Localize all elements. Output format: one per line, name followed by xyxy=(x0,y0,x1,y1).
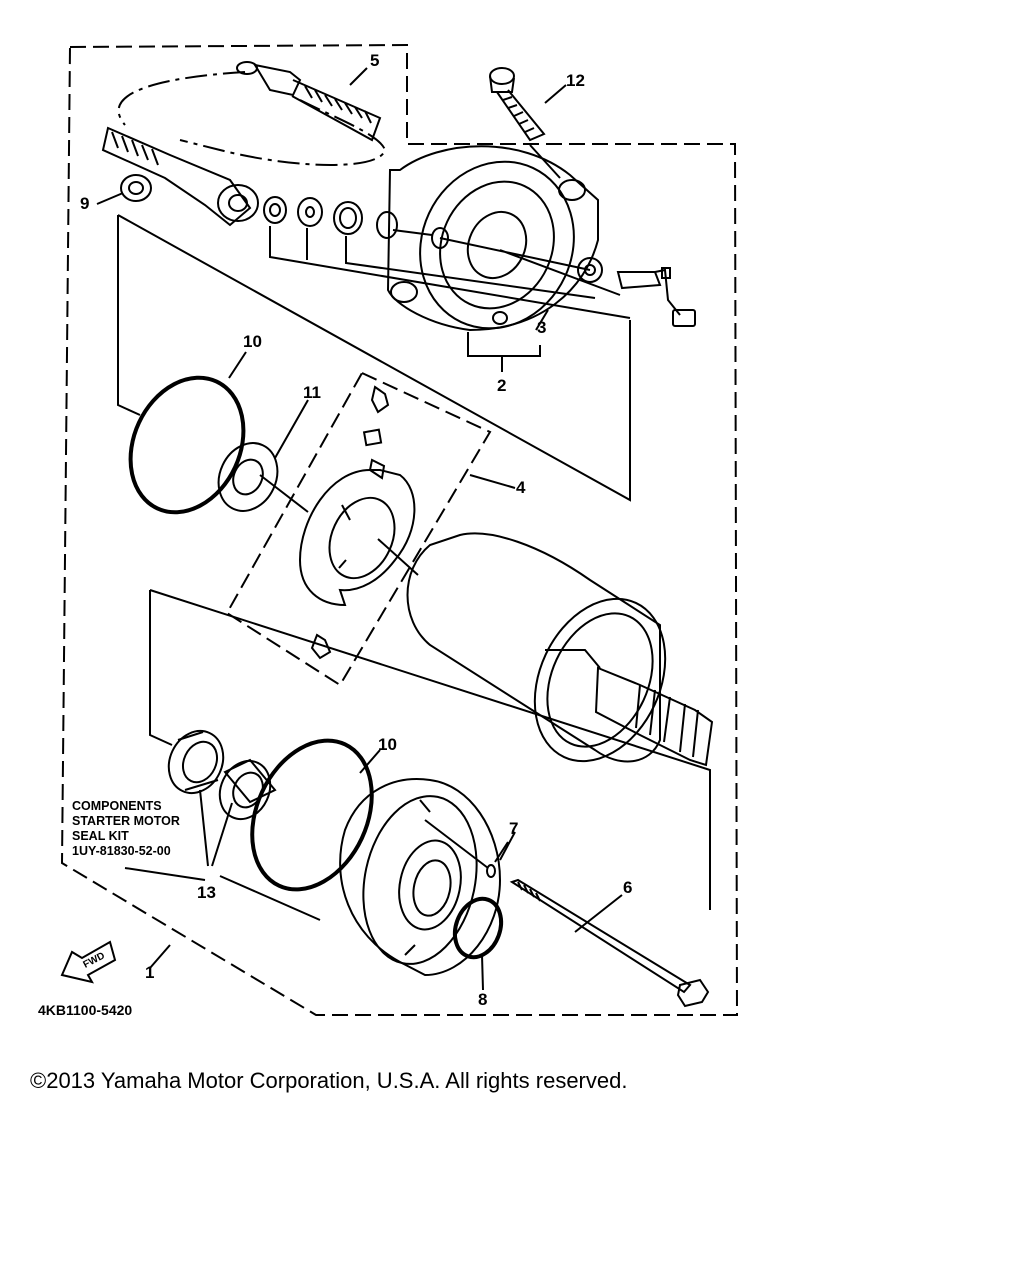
callout-13: 13 xyxy=(197,883,216,902)
callout-4: 4 xyxy=(516,478,526,497)
washer-set xyxy=(263,196,398,239)
bolt-part-12 xyxy=(489,67,561,179)
callout-2: 2 xyxy=(497,376,506,395)
rear-cover-part xyxy=(386,145,603,332)
seal-kit-line-3: SEAL KIT xyxy=(72,829,129,843)
guide-line-7 xyxy=(424,819,509,869)
brush-plate-frame xyxy=(225,371,492,687)
oil-seal-part xyxy=(167,729,225,795)
callout-10-lower: 10 xyxy=(378,735,397,754)
callout-3: 3 xyxy=(537,318,546,337)
callout-10-upper: 10 xyxy=(243,332,262,351)
front-cover-part xyxy=(339,778,502,977)
seal-kit-line-1: COMPONENTS xyxy=(72,799,162,813)
seal-kit-line-4: 1UY-81830-52-00 xyxy=(72,844,171,858)
small-o-ring-part xyxy=(486,864,496,878)
terminal-bolt-part xyxy=(101,126,259,227)
o-ring-upper xyxy=(128,375,246,515)
callout-11: 11 xyxy=(303,383,321,402)
washer-part-11 xyxy=(217,442,309,513)
callout-6: 6 xyxy=(623,878,632,897)
callout-7: 7 xyxy=(509,819,518,838)
guide-frame-lower xyxy=(149,589,711,910)
assembly-guide-lines xyxy=(269,226,631,319)
seal-kit-line-2: STARTER MOTOR xyxy=(72,814,180,828)
callout-5: 5 xyxy=(370,51,379,70)
callout-12: 12 xyxy=(566,71,585,90)
assembly-boundary xyxy=(60,43,739,1016)
yoke-part xyxy=(406,532,714,767)
through-bolt-part xyxy=(509,878,710,1008)
brush-plate-part xyxy=(298,385,419,660)
brush-lead-wire xyxy=(117,71,387,166)
nut-part xyxy=(120,174,152,202)
callout-bracket-2-3 xyxy=(467,309,549,372)
seal-kit-note: COMPONENTS STARTER MOTOR SEAL KIT 1UY-81… xyxy=(72,799,232,859)
guide-frame-upper xyxy=(117,214,631,502)
leader-lines xyxy=(96,67,623,991)
copyright-notice: ©2013 Yamaha Motor Corporation, U.S.A. A… xyxy=(30,1068,628,1093)
o-ring-lower xyxy=(250,738,374,892)
fwd-arrow-icon: FWD xyxy=(60,940,117,984)
callout-9: 9 xyxy=(80,194,89,213)
brush-terminal-part xyxy=(236,61,382,142)
callout-8: 8 xyxy=(478,990,487,1009)
diagram-code: 4KB1100-5420 xyxy=(38,1002,132,1018)
o-ring-part-8 xyxy=(452,896,504,960)
callout-1: 1 xyxy=(145,963,154,982)
terminal-stud-part xyxy=(616,267,696,327)
